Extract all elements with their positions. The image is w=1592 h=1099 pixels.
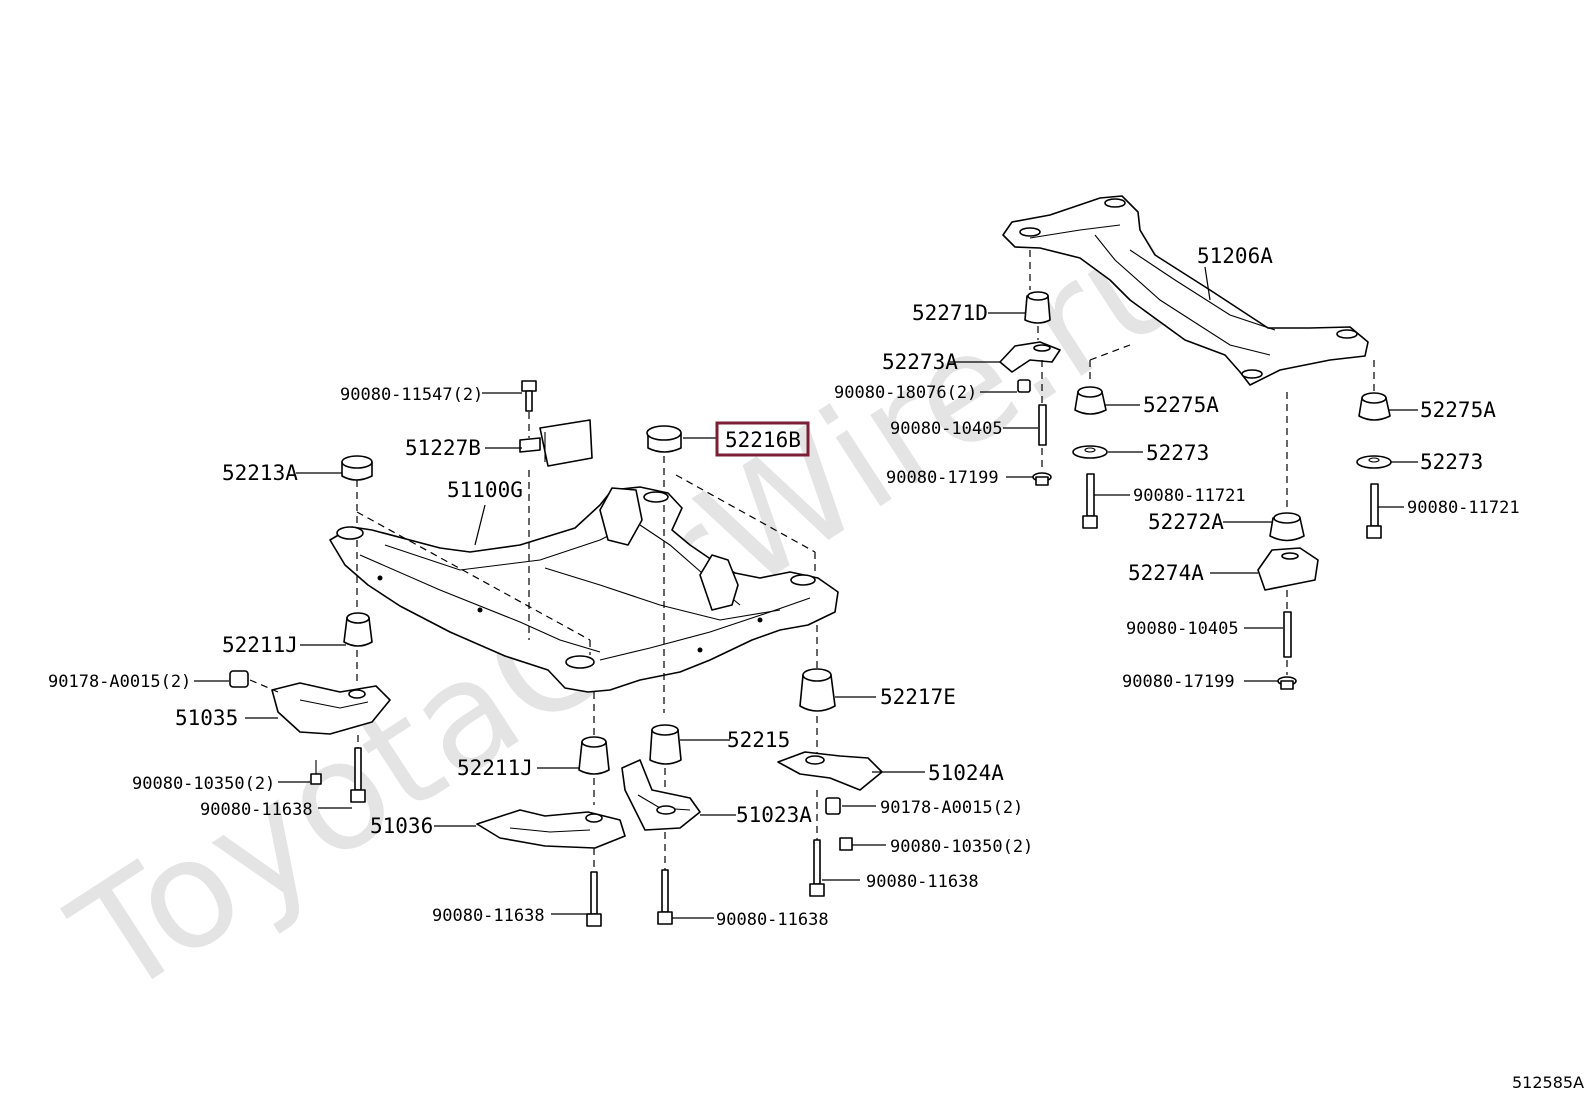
label-90080-10405-lower[interactable]: 90080-10405: [1126, 619, 1239, 639]
label-90080-11638-center-right[interactable]: 90080-11638: [716, 910, 829, 930]
label-90080-10405-upper[interactable]: 90080-10405: [890, 419, 1003, 439]
label-52213A[interactable]: 52213A: [222, 461, 298, 485]
label-52273A[interactable]: 52273A: [882, 350, 958, 374]
bushing-52271D: [1024, 291, 1051, 324]
label-52211J-left[interactable]: 52211J: [222, 633, 298, 657]
bolt-90080-11638-center-left: [586, 871, 602, 927]
bushing-52217E: [799, 668, 836, 712]
label-51024A[interactable]: 51024A: [928, 761, 1004, 785]
diagram-code: 512585A: [1512, 1073, 1584, 1092]
bracket-52273A: [999, 341, 1061, 373]
label-51035[interactable]: 51035: [175, 706, 238, 730]
bushing-52275A-right: [1358, 392, 1391, 421]
label-52211J-center[interactable]: 52211J: [457, 756, 533, 780]
bushing-52215: [649, 724, 682, 765]
bolt-90080-11638-right: [809, 839, 825, 897]
bushing-52216B: [646, 425, 682, 453]
bolt-90080-11638-left: [350, 747, 366, 803]
bracket-51227B: [519, 419, 593, 467]
bushing-52272A: [1269, 512, 1305, 542]
nut-90080-17199-upper: [1032, 472, 1052, 486]
bushing-52275A-left: [1074, 386, 1107, 415]
nut-90178-right: [825, 797, 841, 815]
bushing-52213A: [341, 455, 373, 481]
bolt-90080-11638-center-right: [657, 869, 673, 925]
label-90080-11721-right[interactable]: 90080-11721: [1407, 498, 1520, 518]
highlight-box-52216B: [715, 421, 810, 457]
label-52275A-right[interactable]: 52275A: [1420, 398, 1496, 422]
bracket-51023A: [621, 759, 701, 831]
bolt-90080-10350-right: [839, 837, 853, 851]
label-52271D[interactable]: 52271D: [912, 301, 988, 325]
bracket-51024A: [777, 751, 883, 791]
bushing-52211J-left: [343, 612, 373, 647]
label-52273-left[interactable]: 52273: [1146, 441, 1209, 465]
label-52215[interactable]: 52215: [727, 728, 790, 752]
label-90080-10350-right[interactable]: 90080-10350(2): [890, 837, 1033, 857]
label-90178-A0015-right[interactable]: 90178-A0015(2): [880, 798, 1023, 818]
label-52217E[interactable]: 52217E: [880, 685, 956, 709]
label-52274A[interactable]: 52274A: [1128, 561, 1204, 585]
label-90080-11638-right[interactable]: 90080-11638: [866, 872, 979, 892]
label-90080-10350-left[interactable]: 90080-10350(2): [132, 774, 275, 794]
bracket-51036: [476, 809, 626, 849]
bolt-90080-11721-left: [1082, 473, 1098, 529]
part-labels: 90080-11547(2) 51227B 52216B 52213A 5110…: [48, 244, 1520, 930]
label-90080-17199-lower[interactable]: 90080-17199: [1122, 672, 1235, 692]
label-90080-11638-left[interactable]: 90080-11638: [200, 800, 313, 820]
nut-90080-18076: [1017, 379, 1031, 393]
rear-subframe: [1002, 195, 1369, 386]
nut-90178-left: [229, 670, 249, 688]
label-52216B[interactable]: 52216B: [725, 428, 801, 452]
stud-90080-10405-lower: [1283, 611, 1292, 658]
label-51227B[interactable]: 51227B: [405, 436, 481, 460]
label-51036[interactable]: 51036: [370, 814, 433, 838]
nut-90080-17199-lower: [1277, 676, 1297, 690]
label-52272A[interactable]: 52272A: [1148, 510, 1224, 534]
label-90178-A0015-left[interactable]: 90178-A0015(2): [48, 672, 191, 692]
label-90080-17199-upper[interactable]: 90080-17199: [886, 468, 999, 488]
label-51100G[interactable]: 51100G: [447, 478, 523, 502]
label-51023A[interactable]: 51023A: [736, 803, 812, 827]
washer-52273-left: [1072, 445, 1108, 459]
bracket-51035: [271, 682, 391, 735]
bolt-90080-11721-right: [1366, 483, 1382, 539]
label-90080-11638-center-left[interactable]: 90080-11638: [432, 906, 545, 926]
stud-90080-10405-upper: [1038, 404, 1047, 446]
leader-lines: [194, 266, 1418, 919]
bolt-90080-10350-left: [310, 760, 322, 785]
front-subframe: [329, 486, 839, 693]
label-90080-18076[interactable]: 90080-18076(2): [834, 383, 977, 403]
label-52275A-left[interactable]: 52275A: [1143, 393, 1219, 417]
washer-52273-right: [1356, 455, 1392, 469]
label-90080-11721-left[interactable]: 90080-11721: [1133, 486, 1246, 506]
bracket-52274A: [1257, 547, 1319, 591]
label-52273-right[interactable]: 52273: [1420, 450, 1483, 474]
bushing-52211J-center: [578, 736, 610, 775]
label-51206A[interactable]: 51206A: [1197, 244, 1273, 268]
bolt-90080-11547: [521, 380, 537, 412]
label-90080-11547[interactable]: 90080-11547(2): [340, 385, 483, 405]
